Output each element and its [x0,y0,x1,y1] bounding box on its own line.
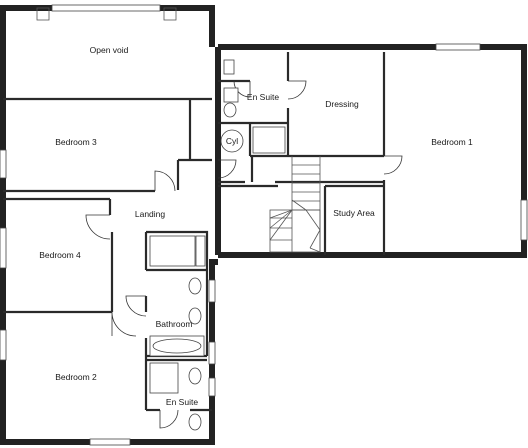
label-bedroom-1: Bedroom 1 [431,137,473,147]
label-study-area: Study Area [333,208,375,218]
fixtures [149,59,286,431]
label-bedroom-2: Bedroom 2 [55,372,97,382]
wall-notches [36,7,177,21]
label-cylinder: Cyl [226,136,238,146]
label-landing: Landing [135,209,166,219]
label-bathroom: Bathroom [156,319,193,329]
room-labels: Open void Bedroom 3 Landing Bedroom 4 Ba… [39,45,473,407]
label-bedroom-4: Bedroom 4 [39,250,81,260]
doors [85,80,403,429]
staircase [269,156,321,253]
label-open-void: Open void [90,45,129,55]
label-dressing: Dressing [325,99,359,109]
label-bedroom-3: Bedroom 3 [55,137,97,147]
windows [0,4,528,446]
label-en-suite-bottom: En Suite [166,397,198,407]
label-en-suite-top: En Suite [247,92,279,102]
